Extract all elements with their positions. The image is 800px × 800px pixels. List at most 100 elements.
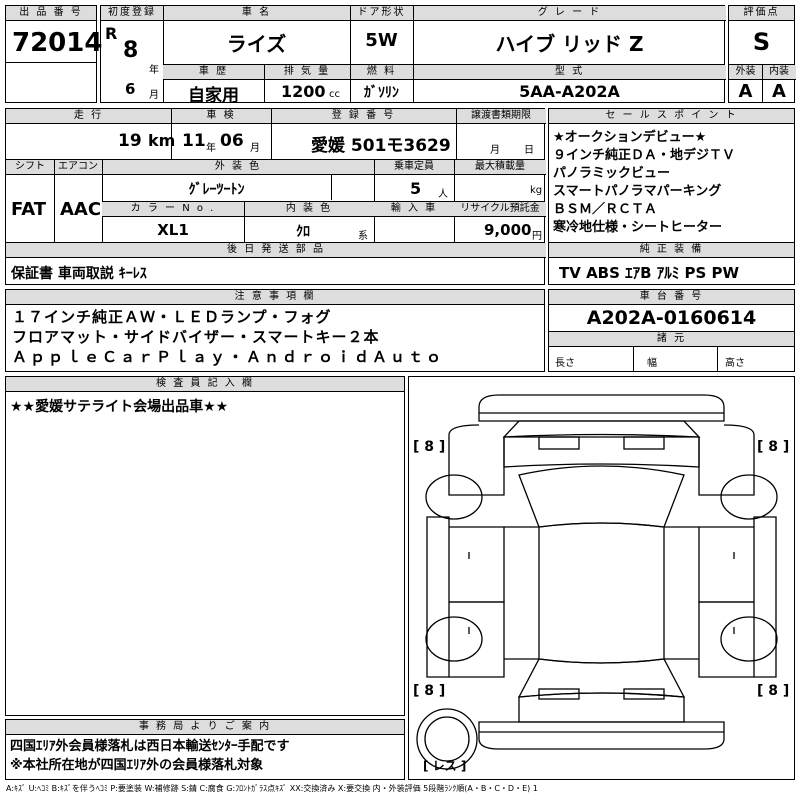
history-value: 自家用: [188, 86, 239, 106]
ext-color-label: 外 装 色: [102, 160, 374, 175]
capacity-value: 5: [410, 179, 422, 198]
recycle-value: 9,000: [484, 221, 532, 239]
car-name: ライズ: [226, 32, 287, 56]
plate-value: 愛媛 501モ3629: [311, 136, 451, 156]
damage-legend: A:ｷｽﾞ U:ﾍｺﾐ B:ｷｽﾞを伴うﾍｺﾐ P:要塗装 W:補修跡 S:錆 …: [6, 784, 538, 793]
chassis-label: 車 台 番 号: [549, 290, 794, 305]
mileage-value: 19: [118, 131, 142, 151]
reg-month: 6: [125, 80, 136, 98]
shift-label: シフト: [6, 160, 54, 175]
office-box: 事 務 局 よ り ご 案 内 四国ｴﾘｱ外会員様落札は西日本輸送ｾﾝﾀｰ手配で…: [5, 719, 405, 780]
inspection-year-unit: 年: [206, 143, 216, 154]
inspection-year: 11: [182, 131, 206, 151]
spare-tire-label: [ レス ]: [423, 759, 467, 773]
color-no-value: XL1: [157, 221, 189, 239]
grade-label: グ レ ー ド: [413, 6, 726, 21]
sales-points-box: セ ー ル ス ポ イ ン ト ★オークションデビュー★ ９インチ純正ＤＡ・地デ…: [548, 108, 795, 285]
lot-label: 出 品 番 号: [6, 6, 96, 21]
car-diagram: [ 8 ] [ 8 ] [ 8 ] [ 8 ] [ レス ]: [408, 376, 795, 780]
score-value: S: [752, 28, 771, 56]
equipment-label: 純 正 装 備: [549, 243, 794, 258]
plate-label: 登 録 番 号: [271, 109, 456, 124]
chassis-number: A202A-0160614: [586, 307, 757, 329]
displacement-label: 排 気 量: [264, 65, 350, 80]
transfer-month-unit: 月: [490, 145, 500, 156]
car-outline-icon: [416, 394, 778, 770]
fuel-value: ｶﾞｿﾘﾝ: [364, 85, 399, 101]
int-color-unit: 系: [358, 231, 368, 242]
shift-value: FAT: [11, 199, 47, 220]
chassis-box: 車 台 番 号 A202A-0160614 諸 元 長さ 幅 高さ: [548, 289, 795, 372]
capacity-label: 乗車定員: [374, 160, 454, 175]
transfer-day-unit: 日: [524, 145, 534, 156]
int-score-label: 内装: [762, 65, 796, 80]
sales-point-item: ９インチ純正ＤＡ・地デジＴＶ: [553, 148, 736, 163]
reg-year-unit: 年: [149, 65, 159, 76]
ext-score-label: 外装: [729, 65, 762, 80]
capacity-unit: 人: [438, 189, 448, 200]
import-label: 輸 入 車: [374, 202, 454, 217]
tire-rr-label: [ 8 ]: [757, 683, 790, 699]
reg-era: R: [105, 24, 118, 43]
vehicle-info-box: 初度登録 車 名 ドア形状 グ レ ー ド R 8 年 6 月 ライズ 5W ハ…: [100, 5, 726, 106]
notes-line: フロアマット・サイドバイザー・スマートキー２本: [12, 328, 380, 346]
notes-label: 注 意 事 項 欄: [6, 290, 544, 305]
sales-point-item: ＢＳＭ／ＲＣＴＡ: [553, 202, 658, 217]
inspector-label: 検 査 員 記 入 欄: [6, 377, 404, 392]
aircon-value: AAC: [60, 199, 102, 220]
sales-point-item: スマートパノラマパーキング: [553, 184, 722, 199]
inspection-month: 06: [220, 131, 244, 151]
inspection-label: 車 検: [171, 109, 271, 124]
max-load-unit: kg: [530, 185, 543, 196]
equipment-value: TV ABS ｴｱB ｱﾙﾐ PS PW: [559, 264, 740, 282]
int-score: A: [772, 81, 786, 102]
office-label: 事 務 局 よ り ご 案 内: [6, 720, 404, 735]
inspection-month-unit: 月: [250, 143, 260, 154]
reg-label: 初度登録: [101, 6, 163, 21]
lot-number: 72014: [12, 28, 103, 58]
inspector-box: 検 査 員 記 入 欄 ★★愛媛サテライト会場出品車★★: [5, 376, 405, 716]
later-parts-label: 後 日 発 送 部 品: [6, 243, 546, 258]
color-no-label: カ ラ ー N o .: [102, 202, 244, 217]
notes-box: 注 意 事 項 欄 １７インチ純正ＡＷ・ＬＥＤランプ・フォグ フロアマット・サイ…: [5, 289, 545, 372]
notes-line: ＡｐｐｌｅＣａｒＰｌａｙ・ＡｎｄｒｏｉｄＡｕｔｏ: [12, 348, 445, 366]
tire-rl-label: [ 8 ]: [413, 683, 446, 699]
score-label: 評価点: [729, 6, 794, 21]
later-parts-value: 保証書 車両取説 ｷｰﾚｽ: [11, 266, 147, 282]
inspector-comment: ★★愛媛サテライト会場出品車★★: [10, 399, 229, 415]
tire-fl-label: [ 8 ]: [413, 439, 446, 455]
int-color-value: ｸﾛ: [296, 224, 310, 240]
sales-point-item: パノラミックビュー: [553, 166, 671, 181]
aircon-label: エアコン: [54, 160, 102, 175]
door-label: ドア形状: [350, 6, 413, 21]
sales-point-item: ★オークションデビュー★: [553, 130, 707, 145]
dims-width-label: 幅: [647, 358, 657, 369]
lot-box: 出 品 番 号 72014: [5, 5, 102, 103]
model-label: 型 式: [413, 65, 726, 80]
notes-line: １７インチ純正ＡＷ・ＬＥＤランプ・フォグ: [12, 308, 332, 326]
recycle-unit: 円: [532, 231, 542, 242]
max-load-label: 最大積載量: [454, 160, 546, 175]
dims-height-label: 高さ: [725, 358, 745, 369]
fuel-label: 燃 料: [350, 65, 413, 80]
score-box: 評価点 S 外装 内装 A A: [728, 5, 796, 103]
details-box: 走 行 車 検 登 録 番 号 譲渡書類期限 19 km 11 年 06 月 愛…: [5, 108, 546, 285]
displacement-unit: cc: [329, 89, 340, 100]
model-code: 5AA-A202A: [519, 82, 620, 101]
reg-month-unit: 月: [149, 90, 159, 101]
ext-score: A: [738, 81, 753, 102]
mileage-unit: km: [148, 131, 176, 150]
ext-color-value: ｸﾞﾚｰﾂｰﾄﾝ: [188, 182, 245, 198]
dims-label: 諸 元: [549, 332, 794, 347]
office-line: ※本社所在地が四国ｴﾘｱ外の会員様落札対象: [10, 758, 264, 773]
recycle-label: リサイクル預託金: [454, 202, 546, 217]
sales-points-label: セ ー ル ス ポ イ ン ト: [549, 109, 794, 124]
history-label: 車 歴: [163, 65, 264, 80]
int-color-label: 内 装 色: [244, 202, 374, 217]
displacement-value: 1200: [281, 82, 326, 101]
grade-value: ハイブ リッド Z: [495, 32, 644, 56]
reg-year: 8: [123, 38, 139, 63]
car-name-label: 車 名: [163, 6, 350, 21]
sales-point-item: 寒冷地仕様・シートヒーター: [553, 220, 723, 235]
transfer-label: 譲渡書類期限: [456, 109, 546, 124]
